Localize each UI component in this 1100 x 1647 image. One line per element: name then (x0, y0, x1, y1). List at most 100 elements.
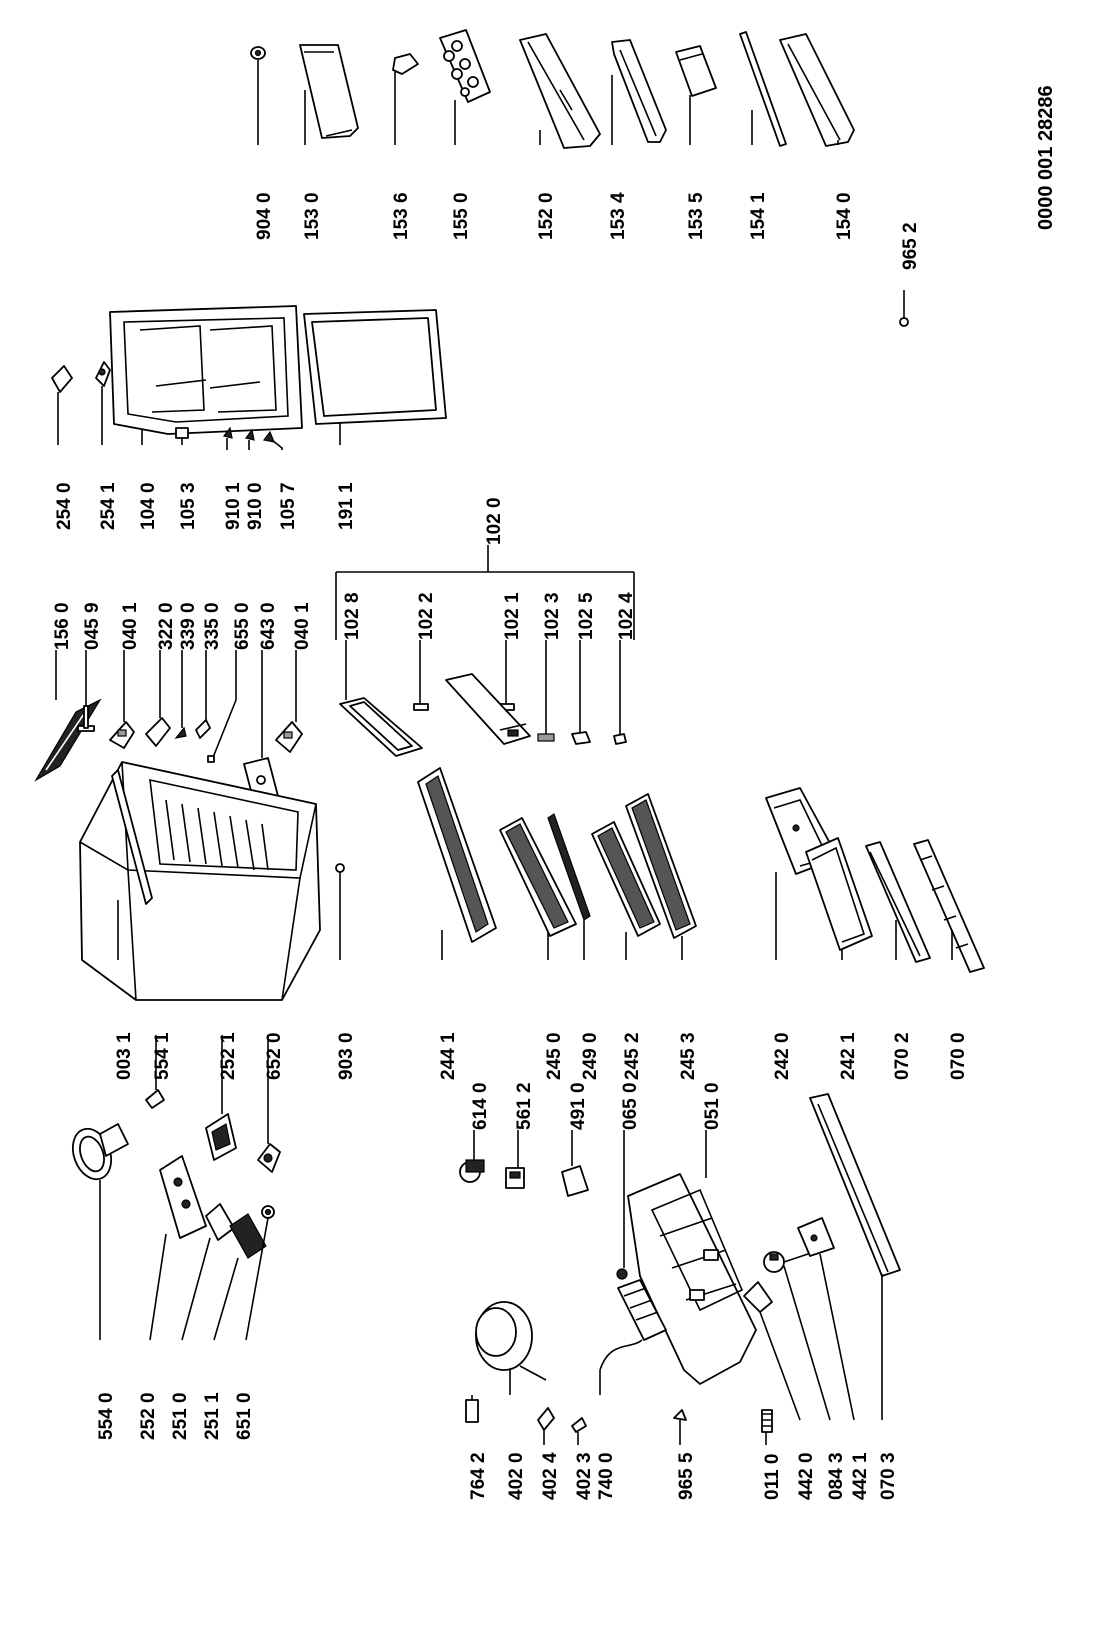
svg-text:105 7: 105 7 (278, 482, 299, 530)
part-554-1: 554 1 (145, 1032, 173, 1109)
part-614-0: 614 0 (459, 1082, 491, 1183)
svg-text:442 1: 442 1 (850, 1452, 871, 1500)
svg-text:051 0: 051 0 (702, 1082, 723, 1130)
part-965-5: 965 5 (673, 1409, 697, 1500)
part-153-5: 153 5 (675, 45, 717, 240)
part-965-2: 965 2 (899, 222, 921, 327)
svg-text:965 5: 965 5 (676, 1452, 697, 1500)
svg-text:561 2: 561 2 (514, 1082, 535, 1130)
svg-text:249 0: 249 0 (580, 1032, 601, 1080)
svg-text:244 1: 244 1 (438, 1032, 459, 1080)
svg-text:764 2: 764 2 (468, 1452, 489, 1500)
svg-text:652 0: 652 0 (264, 1032, 285, 1080)
svg-text:102 5: 102 5 (576, 592, 597, 640)
part-153-0: 153 0 (299, 44, 359, 240)
svg-text:251 0: 251 0 (170, 1392, 191, 1440)
part-242-0: 242 0 (765, 787, 839, 1080)
svg-text:152 0: 152 0 (536, 192, 557, 240)
part-339-0: 339 0 (174, 602, 199, 739)
svg-text:554 1: 554 1 (152, 1032, 173, 1080)
svg-text:242 1: 242 1 (838, 1032, 859, 1080)
part-155-0: 155 0 (439, 29, 491, 240)
part-065-0: 065 0 (616, 1082, 641, 1280)
svg-text:153 4: 153 4 (608, 192, 629, 240)
svg-text:245 3: 245 3 (678, 1032, 699, 1080)
part-102-5: 102 5 (571, 592, 597, 745)
part-154-0: 154 0 (779, 33, 855, 240)
part-910-0: 910 0 (244, 428, 266, 530)
part-045-9: 045 9 (77, 602, 103, 732)
part-244-1: 244 1 (417, 767, 497, 1080)
svg-text:442 0: 442 0 (796, 1452, 817, 1500)
part-651-0: 651 0 (234, 1205, 275, 1440)
part-245-3: 245 3 (625, 793, 699, 1080)
svg-text:105 3: 105 3 (178, 482, 199, 530)
svg-text:904 0: 904 0 (254, 192, 275, 240)
part-491-0: 491 0 (561, 1082, 589, 1197)
svg-text:740 0: 740 0 (596, 1452, 617, 1500)
part-652-0: 652 0 (257, 1032, 285, 1173)
svg-text:153 0: 153 0 (302, 192, 323, 240)
part-252-0: 252 0 (138, 1155, 207, 1440)
part-242-1: 242 1 (805, 837, 873, 1080)
svg-text:040 1: 040 1 (120, 602, 141, 650)
svg-text:651 0: 651 0 (234, 1392, 255, 1440)
svg-text:402 0: 402 0 (506, 1452, 527, 1500)
document-number: 0000 001 28286 (1035, 85, 1057, 230)
part-655-0: 655 0 (207, 602, 253, 763)
svg-text:191 1: 191 1 (336, 482, 357, 530)
part-442-0: 442 0 (743, 1281, 817, 1500)
part-070-2: 070 2 (865, 841, 931, 1080)
svg-text:339 0: 339 0 (178, 602, 199, 650)
svg-text:245 0: 245 0 (544, 1032, 565, 1080)
svg-text:655 0: 655 0 (232, 602, 253, 650)
part-003-1: 003 1 (79, 761, 321, 1080)
part-040-1-bottom: 040 1 (275, 602, 313, 753)
svg-text:003 1: 003 1 (114, 1032, 135, 1080)
part-105-3: 105 3 (175, 427, 199, 530)
part-254-1: 254 1 (95, 361, 119, 530)
svg-text:102 4: 102 4 (616, 592, 637, 640)
part-084-3: 084 3 (763, 1249, 847, 1500)
svg-text:402 4: 402 4 (540, 1452, 561, 1500)
svg-text:252 0: 252 0 (138, 1392, 159, 1440)
part-251-0: 251 0 (170, 1203, 235, 1440)
svg-text:070 2: 070 2 (892, 1032, 913, 1080)
svg-text:903 0: 903 0 (336, 1032, 357, 1080)
part-252-1: 252 1 (205, 1032, 239, 1161)
svg-text:254 1: 254 1 (98, 482, 119, 530)
part-040-1-top: 040 1 (109, 602, 141, 749)
svg-text:011 0: 011 0 (762, 1454, 783, 1501)
part-191-1: 191 1 (303, 309, 447, 530)
part-322-0: 322 0 (145, 602, 177, 747)
svg-text:643 0: 643 0 (258, 602, 279, 650)
part-251-1: 251 1 (202, 1213, 267, 1440)
part-152-0: 152 0 (519, 33, 601, 240)
part-102-4: 102 4 (613, 592, 637, 745)
part-154-1: 154 1 (739, 31, 787, 240)
svg-text:491 0: 491 0 (568, 1082, 589, 1130)
svg-text:156 0: 156 0 (52, 602, 73, 650)
part-249-0: 249 0 (547, 813, 601, 1080)
part-910-1: 910 1 (222, 426, 244, 530)
part-254-0: 254 0 (51, 365, 75, 530)
svg-text:070 0: 070 0 (948, 1032, 969, 1080)
part-904-0: 904 0 (250, 46, 275, 240)
svg-text:153 5: 153 5 (686, 192, 707, 240)
svg-text:154 0: 154 0 (834, 192, 855, 240)
svg-text:614 0: 614 0 (470, 1082, 491, 1130)
svg-text:252 1: 252 1 (218, 1032, 239, 1080)
svg-text:045 9: 045 9 (82, 602, 103, 650)
part-740-0: 740 0 (596, 1279, 667, 1500)
part-102-3: 102 3 (537, 592, 563, 742)
part-105-7: 105 7 (262, 430, 299, 530)
part-554-0: 554 0 (71, 1123, 129, 1440)
part-245-2: 245 2 (591, 821, 661, 1080)
svg-text:104 0: 104 0 (138, 482, 159, 530)
part-153-4: 153 4 (608, 39, 667, 240)
svg-text:554 0: 554 0 (96, 1392, 117, 1440)
part-153-6: 153 6 (391, 53, 419, 240)
svg-text:102 2: 102 2 (416, 592, 437, 640)
part-764-2: 764 2 (465, 1395, 489, 1500)
svg-text:070 3: 070 3 (878, 1452, 899, 1500)
